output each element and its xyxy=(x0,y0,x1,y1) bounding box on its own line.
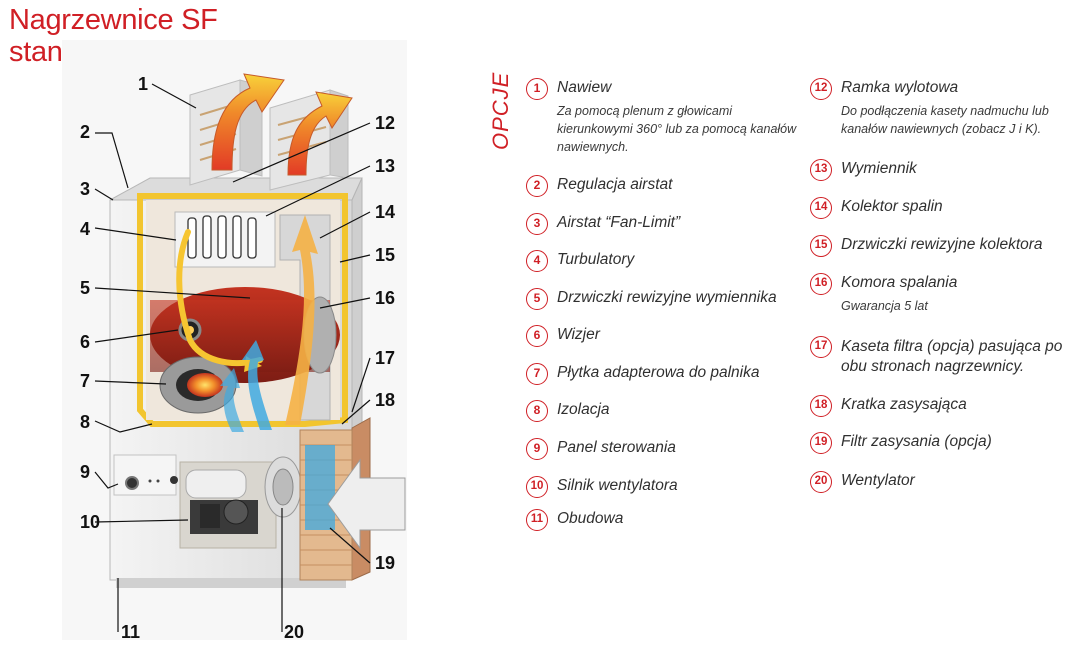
callout-19: 19 xyxy=(375,553,395,573)
legend-label: Kaseta filtra (opcja) pasująca po obu st… xyxy=(841,338,1063,375)
legend-badge: 2 xyxy=(526,175,548,197)
legend-label: Wizjer xyxy=(557,326,600,343)
legend-label: Wentylator xyxy=(841,472,915,489)
fan-wheel xyxy=(264,456,302,518)
legend-description: Do podłączenia kasety nadmuchu lub kanał… xyxy=(841,104,1049,136)
callout-leaders xyxy=(94,83,371,632)
legend-label: Panel sterowania xyxy=(557,439,676,456)
legend-badge: 11 xyxy=(526,509,548,531)
legend-badge: 10 xyxy=(526,476,548,498)
warm-air-flow xyxy=(285,215,318,425)
legend-label: Regulacja airstat xyxy=(557,176,673,193)
legend-label: Komora spalania xyxy=(841,274,958,291)
options-heading: OPCJE xyxy=(488,71,513,150)
legend-description: Za pomocą plenum z głowicami kierunkowym… xyxy=(557,104,797,154)
cold-air-flow xyxy=(220,340,272,432)
legend-label: Nawiew xyxy=(557,79,612,96)
callout-20: 20 xyxy=(284,622,304,642)
heater-cutaway-diagram: 1 2 3 4 5 6 7 8 9 10 11 12 13 14 15 16 1… xyxy=(62,40,407,642)
legend-badge: 3 xyxy=(526,213,548,235)
callout-13: 13 xyxy=(375,156,395,176)
legend-badge: 6 xyxy=(526,325,548,347)
legend-badge: 18 xyxy=(810,395,832,417)
heat-exchanger-tubes xyxy=(174,211,276,268)
legend-badge: 12 xyxy=(810,78,832,100)
callout-14: 14 xyxy=(375,202,395,222)
fan-motor-compartment xyxy=(179,461,277,549)
legend-label: Wymiennik xyxy=(841,160,917,177)
legend-label: Kratka zasysająca xyxy=(841,396,967,413)
callout-numbers: 1 2 3 4 5 6 7 8 9 10 11 12 13 14 15 16 1… xyxy=(80,74,395,642)
legend-badge: 4 xyxy=(526,250,548,272)
legend-badge: 9 xyxy=(526,438,548,460)
callout-9: 9 xyxy=(80,462,90,482)
legend-label: Turbulatory xyxy=(557,251,635,268)
callout-7: 7 xyxy=(80,371,90,391)
legend-label: Filtr zasysania (opcja) xyxy=(841,433,992,450)
legend-badge: 15 xyxy=(810,235,832,257)
callout-12: 12 xyxy=(375,113,395,133)
callout-17: 17 xyxy=(375,348,395,368)
hot-air-outlet-arrows xyxy=(211,73,353,176)
legend-description: Gwarancja 5 lat xyxy=(841,299,928,313)
legend-label: Drzwiczki rewizyjne wymiennika xyxy=(557,289,777,306)
legend-label: Silnik wentylatora xyxy=(557,477,678,494)
callout-5: 5 xyxy=(80,278,90,298)
legend-label: Izolacja xyxy=(557,401,610,418)
legend-badge: 1 xyxy=(526,78,548,100)
legend-badge: 13 xyxy=(810,159,832,181)
legend-label: Płytka adapterowa do palnika xyxy=(557,364,760,381)
legend-badge: 5 xyxy=(526,288,548,310)
control-panel xyxy=(113,454,178,496)
callout-8: 8 xyxy=(80,412,90,432)
legend-badge: 14 xyxy=(810,197,832,219)
legend-label: Ramka wylotowa xyxy=(841,79,959,96)
legend-badge: 17 xyxy=(810,336,832,358)
callout-3: 3 xyxy=(80,179,90,199)
callout-18: 18 xyxy=(375,390,395,410)
callout-1: 1 xyxy=(138,74,148,94)
legend-badge: 8 xyxy=(526,400,548,422)
legend-label: Airstat “Fan-Limit” xyxy=(557,214,681,231)
callout-4: 4 xyxy=(80,219,90,239)
callout-11: 11 xyxy=(121,622,140,642)
callout-15: 15 xyxy=(375,245,395,265)
legend-label: Drzwiczki rewizyjne kolektora xyxy=(841,236,1043,253)
legend-label: Obudowa xyxy=(557,510,624,527)
legend-badge: 7 xyxy=(526,363,548,385)
callout-6: 6 xyxy=(80,332,90,352)
legend-badge: 20 xyxy=(810,471,832,493)
legend-label: Kolektor spalin xyxy=(841,198,943,215)
legend-badge: 16 xyxy=(810,273,832,295)
callout-2: 2 xyxy=(80,122,90,142)
legend-badge: 19 xyxy=(810,432,832,454)
intake-arrow xyxy=(327,458,406,550)
callout-10: 10 xyxy=(80,512,100,532)
title-line-1: Nagrzewnice SF xyxy=(9,4,218,36)
callout-16: 16 xyxy=(375,288,395,308)
